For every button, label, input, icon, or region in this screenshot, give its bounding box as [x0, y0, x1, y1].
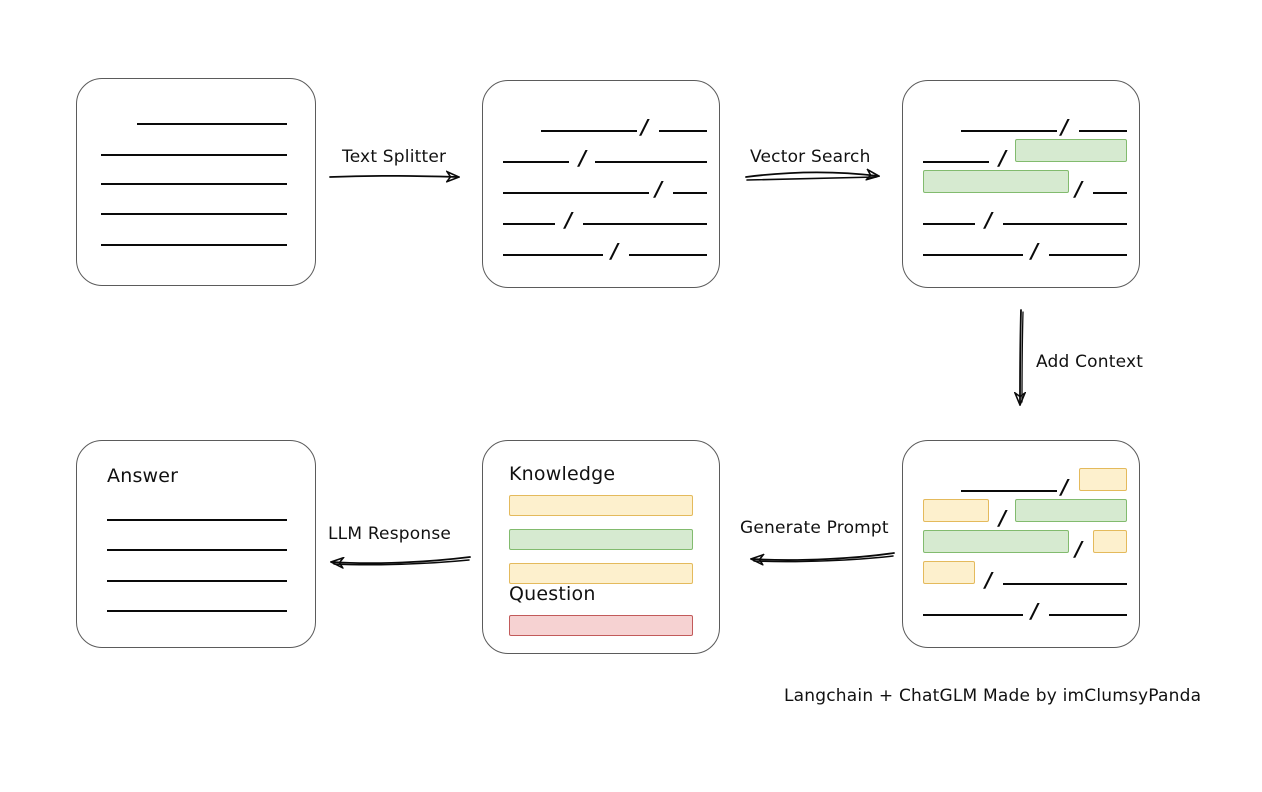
chunk-line — [541, 130, 637, 132]
chunk-separator: / — [985, 568, 993, 592]
source-document-box[interactable] — [76, 78, 316, 286]
chunk-line — [659, 130, 707, 132]
chunk-line — [961, 490, 1057, 492]
context-chunks-box[interactable]: / / / / / — [902, 440, 1140, 648]
answer-line — [107, 549, 287, 551]
chunk-separator: / — [1031, 239, 1039, 263]
chunk-highlight-green — [1015, 499, 1127, 522]
edge-label-vector-search: Vector Search — [750, 147, 871, 167]
chunk-line — [1003, 583, 1127, 585]
chunk-separator: / — [999, 506, 1007, 530]
arrow-generate-prompt — [752, 552, 895, 562]
chunk-line — [1049, 254, 1127, 256]
chunk-highlight-green — [923, 530, 1069, 553]
edge-label-llm-response: LLM Response — [328, 524, 452, 544]
knowledge-bar-yellow — [509, 563, 693, 584]
chunk-separator: / — [999, 146, 1007, 170]
chunk-line — [673, 192, 707, 194]
chunk-line — [1093, 192, 1127, 194]
answer-label: Answer — [107, 465, 179, 487]
question-bar-red — [509, 615, 693, 636]
answer-line — [107, 519, 287, 521]
diagram-caption: Langchain + ChatGLM Made by imClumsyPand… — [784, 686, 1202, 706]
arrow-vector-search — [745, 172, 878, 180]
chunk-separator: / — [1075, 177, 1083, 201]
arrow-text-splitter — [329, 176, 458, 177]
chunk-line — [1079, 130, 1127, 132]
chunk-separator: / — [611, 239, 619, 263]
chunk-line — [595, 161, 707, 163]
chunk-line — [583, 223, 707, 225]
retrieved-chunks-box[interactable]: / / / / / — [902, 80, 1140, 288]
chunk-line — [1003, 223, 1127, 225]
chunk-highlight-yellow — [1093, 530, 1127, 553]
chunk-line — [923, 161, 989, 163]
answer-line — [107, 580, 287, 582]
question-label: Question — [509, 583, 596, 605]
chunk-line — [1049, 614, 1127, 616]
doc-line — [101, 244, 287, 246]
chunk-line — [503, 254, 603, 256]
chunk-highlight-yellow — [1079, 468, 1127, 491]
answer-box[interactable]: Answer — [76, 440, 316, 648]
doc-line — [101, 213, 287, 215]
doc-line — [101, 183, 287, 185]
chunk-highlight-yellow — [923, 561, 975, 584]
chunk-separator: / — [1075, 537, 1083, 561]
chunk-separator: / — [565, 208, 573, 232]
chunk-line — [503, 161, 569, 163]
edge-label-add-context: Add Context — [1036, 352, 1144, 372]
edge-label-generate-prompt: Generate Prompt — [740, 518, 889, 538]
arrow-llm-response — [332, 556, 471, 565]
chunk-line — [503, 223, 555, 225]
chunk-separator: / — [641, 115, 649, 139]
chunk-highlight-green — [923, 170, 1069, 193]
knowledge-bar-green — [509, 529, 693, 550]
chunk-separator: / — [655, 177, 663, 201]
chunk-line — [961, 130, 1057, 132]
knowledge-label: Knowledge — [509, 463, 616, 485]
chunk-separator: / — [985, 208, 993, 232]
chunk-separator: / — [1061, 475, 1069, 499]
chunk-highlight-yellow — [923, 499, 989, 522]
answer-line — [107, 610, 287, 612]
doc-line — [137, 123, 287, 125]
chunk-separator: / — [579, 146, 587, 170]
prompt-box[interactable]: Knowledge Question — [482, 440, 720, 654]
chunk-line — [923, 614, 1023, 616]
knowledge-bar-yellow — [509, 495, 693, 516]
edge-label-text-splitter: Text Splitter — [342, 147, 447, 167]
chunk-highlight-green — [1015, 139, 1127, 162]
chunk-separator: / — [1031, 599, 1039, 623]
doc-line — [101, 154, 287, 156]
chunk-line — [629, 254, 707, 256]
arrow-add-context — [1020, 309, 1023, 404]
chunk-line — [923, 254, 1023, 256]
chunk-separator: / — [1061, 115, 1069, 139]
split-chunks-box[interactable]: / / / / / — [482, 80, 720, 288]
chunk-line — [503, 192, 649, 194]
chunk-line — [923, 223, 975, 225]
